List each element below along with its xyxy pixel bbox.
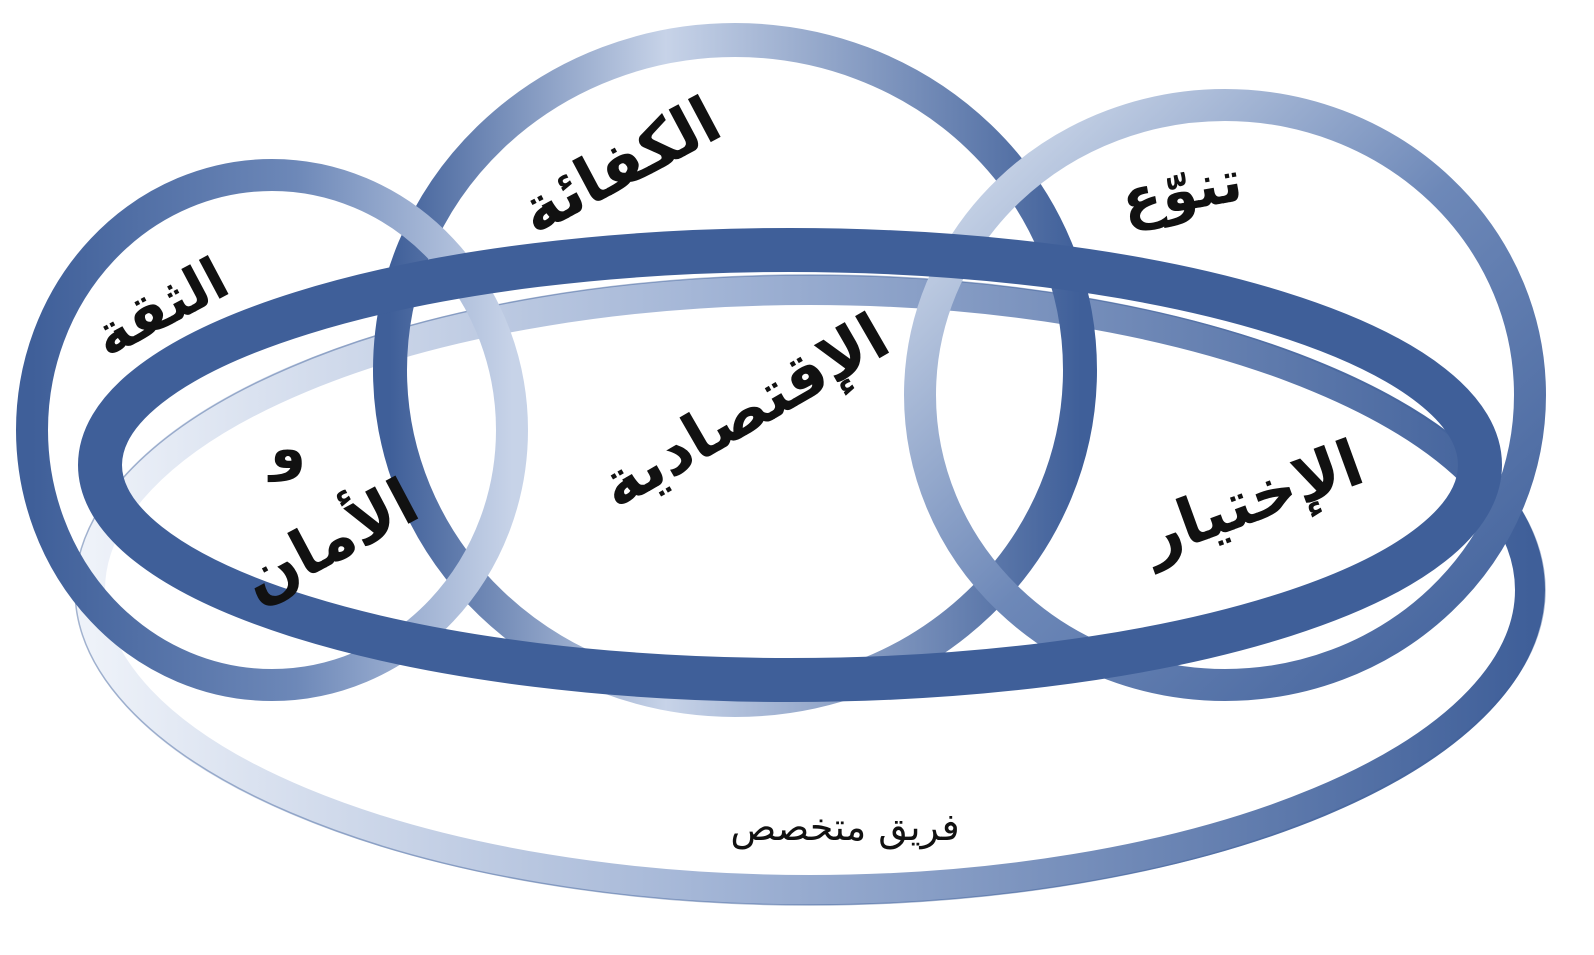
ring-ribbon — [78, 228, 1502, 702]
ring-variety-choice — [904, 89, 1546, 701]
label-economy: الإقتصادية — [587, 300, 901, 524]
labels: الثقة و الأمان الكفائة الإقتصادية تنوّع … — [82, 83, 1373, 850]
label-and: و — [267, 414, 306, 483]
ring-ribbon — [16, 159, 528, 701]
label-choice: الإختيار — [1130, 426, 1373, 575]
ring-ribbon — [904, 89, 1546, 701]
label-specialized-team: فريق متخصص — [730, 805, 959, 850]
label-security: الأمان — [228, 462, 430, 618]
ring-economy — [78, 228, 1502, 702]
ring-trust-security — [16, 159, 528, 701]
label-variety: تنوّع — [1116, 146, 1248, 235]
